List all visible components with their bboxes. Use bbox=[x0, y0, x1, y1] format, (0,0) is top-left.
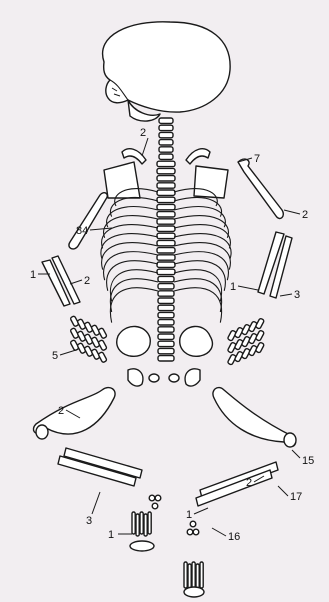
rib-left bbox=[102, 243, 158, 270]
vertebra bbox=[159, 118, 173, 123]
rib-left bbox=[110, 270, 158, 302]
rib-right bbox=[174, 270, 222, 302]
vertebra bbox=[158, 334, 174, 339]
sesamoid-left bbox=[152, 503, 158, 509]
vertebra bbox=[158, 284, 174, 289]
sesamoid-left bbox=[149, 495, 155, 501]
vertebra bbox=[159, 125, 173, 130]
vertebra bbox=[159, 154, 173, 159]
sesamoid-left bbox=[155, 495, 161, 501]
metatarsal-left bbox=[136, 514, 139, 536]
vertebra bbox=[157, 262, 175, 267]
vertebra bbox=[159, 132, 173, 137]
label-leg-right-17: 17 bbox=[290, 491, 302, 503]
label-femur-left-2: 2 bbox=[58, 405, 64, 417]
vertebra bbox=[157, 183, 175, 188]
vertebra bbox=[157, 255, 175, 260]
metatarsal-right bbox=[188, 564, 191, 590]
vertebra bbox=[158, 320, 174, 325]
label-arm-left-2: 2 bbox=[84, 275, 90, 287]
rib-left bbox=[110, 288, 158, 323]
vertebra bbox=[157, 204, 175, 209]
foot-bones bbox=[130, 495, 204, 597]
vertebra bbox=[157, 248, 175, 253]
vertebra bbox=[158, 305, 174, 310]
label-foot-left-1: 1 bbox=[108, 529, 114, 541]
finger-bone-left bbox=[98, 328, 107, 339]
label-femur-right-15: 15 bbox=[302, 455, 314, 467]
skull bbox=[103, 22, 231, 121]
label-leg-right-2: 2 bbox=[246, 477, 252, 489]
femur-bones bbox=[33, 388, 296, 447]
metatarsal-left bbox=[140, 512, 143, 534]
vertebra bbox=[157, 269, 175, 274]
vertebra bbox=[157, 161, 175, 166]
finger-bone-left bbox=[98, 352, 107, 363]
vertebra bbox=[159, 140, 173, 145]
vertebra bbox=[157, 197, 175, 202]
vertebra bbox=[158, 348, 174, 353]
vertebra bbox=[158, 356, 174, 361]
rib-left bbox=[104, 252, 158, 280]
label-upper-right-7: 7 bbox=[254, 153, 260, 165]
vertebra bbox=[158, 291, 174, 296]
vertebra bbox=[158, 327, 174, 332]
vertebra bbox=[158, 298, 174, 303]
label-leg-left-3: 3 bbox=[86, 515, 92, 527]
vertebra bbox=[157, 219, 175, 224]
label-ribs-84: 84 bbox=[76, 225, 88, 237]
finger-bone-right bbox=[255, 330, 264, 341]
label-neck-left: 2 bbox=[140, 127, 146, 139]
sesamoid-right bbox=[190, 521, 196, 527]
vertebral-column bbox=[157, 118, 175, 361]
label-arm-right-1: 1 bbox=[230, 281, 236, 293]
tarsal-right bbox=[184, 587, 204, 597]
label-hand-left-5: 5 bbox=[52, 350, 58, 362]
sesamoid-right bbox=[193, 529, 199, 535]
vertebra bbox=[157, 190, 175, 195]
rib-left bbox=[110, 279, 158, 312]
vertebra bbox=[158, 341, 174, 346]
tarsal-left bbox=[130, 541, 154, 551]
rib-left bbox=[110, 198, 158, 217]
metatarsal-left bbox=[148, 512, 151, 534]
rib-right bbox=[174, 225, 230, 249]
metatarsal-right bbox=[184, 562, 187, 588]
metatarsal-left bbox=[144, 514, 147, 536]
metatarsal-right bbox=[196, 564, 199, 590]
vertebra bbox=[159, 147, 173, 152]
rib-left bbox=[101, 234, 158, 259]
label-arm-right-3: 3 bbox=[294, 289, 300, 301]
sesamoid-right bbox=[187, 529, 193, 535]
label-arm-left-1: 1 bbox=[30, 269, 36, 281]
humerus-bones bbox=[69, 159, 283, 249]
vertebra bbox=[158, 312, 174, 317]
label-upper-right-2: 2 bbox=[302, 209, 308, 221]
lower-leg-bones bbox=[58, 448, 278, 506]
label-foot-right-1: 1 bbox=[186, 509, 192, 521]
label-leg-right-16: 16 bbox=[228, 531, 240, 543]
vertebra bbox=[157, 240, 175, 245]
metatarsal-right bbox=[200, 562, 203, 588]
vertebra bbox=[157, 176, 175, 181]
metatarsal-left bbox=[132, 512, 135, 534]
rib-right bbox=[174, 198, 222, 217]
rib-right bbox=[174, 252, 228, 280]
finger-bone-right bbox=[255, 318, 264, 329]
rib-right bbox=[174, 288, 222, 323]
metatarsal-right bbox=[192, 562, 195, 588]
rib-right bbox=[174, 234, 231, 259]
rib-right bbox=[174, 243, 230, 270]
vertebra bbox=[157, 226, 175, 231]
rib-right bbox=[174, 261, 225, 291]
finger-bone-left bbox=[98, 340, 107, 351]
vertebra bbox=[157, 233, 175, 238]
vertebra bbox=[157, 168, 175, 173]
vertebra bbox=[157, 212, 175, 217]
finger-bone-right bbox=[255, 342, 264, 353]
vertebra bbox=[158, 276, 174, 281]
rib-right bbox=[174, 279, 222, 312]
rib-left bbox=[107, 261, 158, 291]
